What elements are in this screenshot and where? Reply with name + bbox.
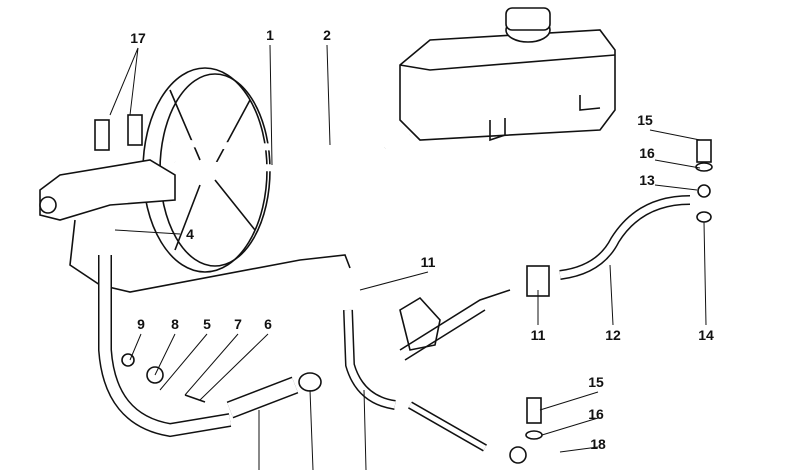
callout-13: 13 (639, 172, 655, 188)
callout-3: 3 (255, 470, 263, 473)
callout-6: 6 (264, 316, 272, 332)
callout-2: 2 (323, 27, 331, 43)
leader-lines (109, 44, 707, 471)
callout-11: 11 (420, 254, 436, 270)
callout-15: 15 (637, 112, 653, 128)
callout-9: 9 (137, 316, 145, 332)
callout-16: 16 (639, 145, 655, 161)
callout-8: 8 (171, 316, 179, 332)
vacuum-hose (98, 255, 322, 438)
callout-12: 12 (605, 327, 621, 343)
hose-12 (525, 139, 713, 440)
callout-4: 4 (186, 226, 194, 242)
brake-fluid-reservoir (399, 7, 616, 142)
master-cylinder (39, 114, 176, 221)
callout-11: 11 (530, 327, 546, 343)
callout-15: 15 (588, 374, 604, 390)
hoses-1-2 (169, 131, 411, 172)
callout-10: 10 (358, 470, 374, 473)
callout-17: 17 (130, 30, 146, 46)
callout-1: 1 (266, 27, 274, 43)
callout-4: 4 (309, 470, 317, 473)
callout-14: 14 (588, 470, 604, 473)
callout-18: 18 (590, 436, 606, 452)
callout-5: 5 (203, 316, 211, 332)
callout-14: 14 (698, 327, 714, 343)
callout-16: 16 (588, 406, 604, 422)
brake-line (69, 219, 351, 293)
pressure-regulator (399, 289, 511, 361)
callout-7: 7 (234, 316, 242, 332)
